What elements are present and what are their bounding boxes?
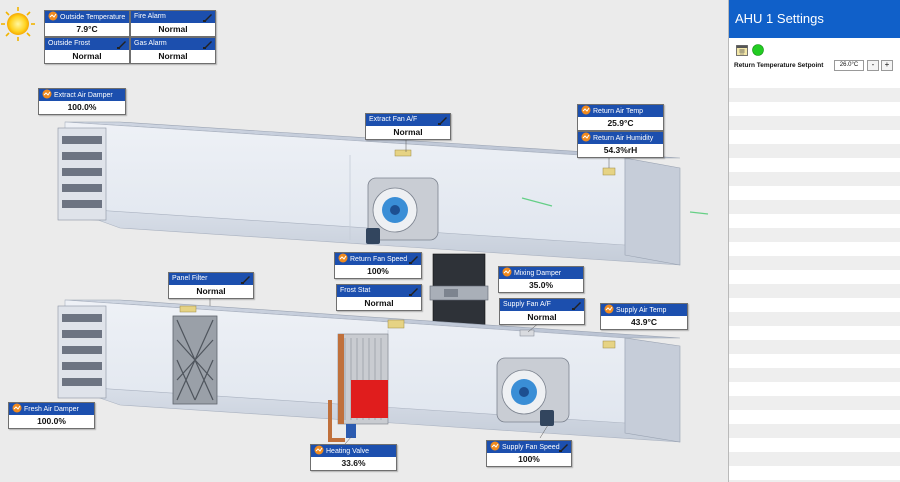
trend-icon [604, 304, 614, 314]
return-fan-speed-value: 100% [367, 266, 389, 276]
extract-damper-louvres [57, 127, 107, 221]
heating-valve-label: Heating Valve [326, 448, 370, 455]
pen-icon[interactable] [203, 12, 213, 22]
outside-temperature-label: Outside Temperature [60, 14, 126, 21]
panel-filter-value: Normal [196, 286, 226, 296]
supply-fan-speed-label: Supply Fan Speed [502, 444, 560, 451]
return-fan-speed-tile[interactable]: Return Fan Speed 100% [334, 252, 422, 279]
settings-list [729, 74, 900, 482]
panel-filter-tile[interactable]: Panel Filter Normal [168, 272, 254, 299]
setpoint-label: Return Temperature Setpoint [734, 62, 824, 69]
outside-frost-tile[interactable]: Outside Frost Normal [44, 37, 130, 64]
fresh-air-damper-louvres [57, 305, 107, 399]
panel-toolbar [729, 38, 900, 58]
panel-filter-label: Panel Filter [172, 275, 208, 282]
mixing-damper-value: 35.0% [528, 280, 554, 290]
mixing-damper-label: Mixing Damper [514, 270, 562, 277]
mixing-damper-tile[interactable]: Mixing Damper 35.0% [498, 266, 584, 293]
pen-icon[interactable] [438, 115, 448, 125]
extract-fan-sensor [394, 149, 412, 157]
extract-air-damper-label: Extract Air Damper [54, 92, 113, 99]
fire-alarm-value: Normal [158, 24, 188, 34]
supply-air-temp-value: 43.9°C [630, 317, 658, 327]
trend-icon [42, 89, 52, 99]
supply-air-temp-label: Supply Air Temp [616, 307, 667, 314]
fresh-air-damper-tile[interactable]: Fresh Air Damper 100.0% [8, 402, 95, 429]
return-fan [366, 177, 439, 244]
return-temperature-setpoint-row: Return Temperature Setpoint 26.0°C - + [729, 58, 900, 74]
fresh-air-damper-label: Fresh Air Damper [24, 406, 79, 413]
frost-stat-value: Normal [364, 298, 394, 308]
pen-icon[interactable] [409, 286, 419, 296]
extract-air-damper-tile[interactable]: Extract Air Damper 100.0% [38, 88, 126, 115]
increment-button[interactable]: + [881, 60, 893, 71]
extract-fan-af-label: Extract Fan A/F [369, 116, 418, 123]
trend-icon [12, 403, 22, 413]
setpoint-input[interactable]: 26.0°C [834, 60, 864, 71]
extract-air-damper-value: 100.0% [67, 102, 97, 112]
heating-valve-tile[interactable]: Heating Valve 33.6% [310, 444, 397, 471]
outside-temperature-tile[interactable]: Outside Temperature 7.9°C [44, 10, 130, 37]
return-air-humidity-value: 54.3%rH [603, 145, 638, 155]
return-air-humidity-label: Return Air Humidity [593, 135, 654, 142]
pen-icon[interactable] [117, 39, 127, 49]
gas-alarm-value: Normal [158, 51, 188, 61]
trend-icon [48, 11, 58, 21]
gas-alarm-label: Gas Alarm [134, 40, 167, 47]
return-air-temp-label: Return Air Temp [593, 108, 644, 115]
green-status-icon [752, 43, 764, 61]
supply-fan-af-value: Normal [527, 312, 557, 322]
supply-air-sensor [602, 340, 616, 349]
panel-filter [172, 305, 218, 405]
return-air-temp-value: 25.9°C [607, 118, 634, 128]
supply-fan-speed-value: 100% [518, 454, 540, 464]
decrement-button[interactable]: - [867, 60, 879, 71]
pen-icon[interactable] [409, 254, 419, 264]
frost-stat-label: Frost Stat [340, 287, 371, 294]
outside-temperature-value: 7.9°C [76, 24, 98, 34]
sun-icon[interactable] [1, 7, 35, 41]
fire-alarm-tile[interactable]: Fire Alarm Normal [130, 10, 216, 37]
trend-icon [581, 105, 591, 115]
heating-coil [328, 333, 389, 442]
supply-fan-af-label: Supply Fan A/F [503, 301, 551, 308]
pen-icon[interactable] [559, 442, 569, 452]
supply-air-temp-tile[interactable]: Supply Air Temp 43.9°C [600, 303, 688, 330]
settings-panel: AHU 1 Settings Return Temperature Setpoi… [728, 0, 900, 482]
outside-frost-label: Outside Frost [48, 40, 91, 47]
ahu-schematic: Outside Temperature 7.9°C Fire Alarm Nor… [1, 7, 709, 471]
gas-alarm-tile[interactable]: Gas Alarm Normal [130, 37, 216, 64]
trend-icon [314, 445, 324, 455]
extract-fan-af-value: Normal [393, 127, 423, 137]
ahu-drawing [1, 7, 709, 445]
frost-stat-sensor [387, 319, 405, 329]
trend-icon [581, 132, 591, 142]
supply-fan-af-sensor [519, 329, 535, 337]
panel-title: AHU 1 Settings [729, 0, 900, 38]
calendar-icon[interactable] [736, 43, 748, 61]
supply-fan [496, 357, 570, 426]
trend-icon [490, 441, 500, 451]
pen-icon[interactable] [241, 274, 251, 284]
supply-fan-af-tile[interactable]: Supply Fan A/F Normal [499, 298, 585, 325]
trend-icon [502, 267, 512, 277]
return-air-humidity-tile[interactable]: Return Air Humidity 54.3%rH [577, 131, 664, 158]
heating-valve-value: 33.6% [341, 458, 366, 468]
supply-fan-speed-tile[interactable]: Supply Fan Speed 100% [486, 440, 572, 467]
extract-fan-af-tile[interactable]: Extract Fan A/F Normal [365, 113, 451, 140]
frost-stat-tile[interactable]: Frost Stat Normal [336, 284, 422, 311]
return-air-temp-tile[interactable]: Return Air Temp 25.9°C [577, 104, 664, 131]
trend-icon [338, 253, 348, 263]
outside-frost-value: Normal [72, 51, 102, 61]
return-fan-speed-label: Return Fan Speed [350, 256, 408, 263]
pen-icon[interactable] [203, 39, 213, 49]
fresh-air-damper-value: 100.0% [37, 416, 66, 426]
pen-icon[interactable] [572, 300, 582, 310]
fire-alarm-label: Fire Alarm [134, 13, 166, 20]
return-air-sensor [602, 167, 616, 176]
